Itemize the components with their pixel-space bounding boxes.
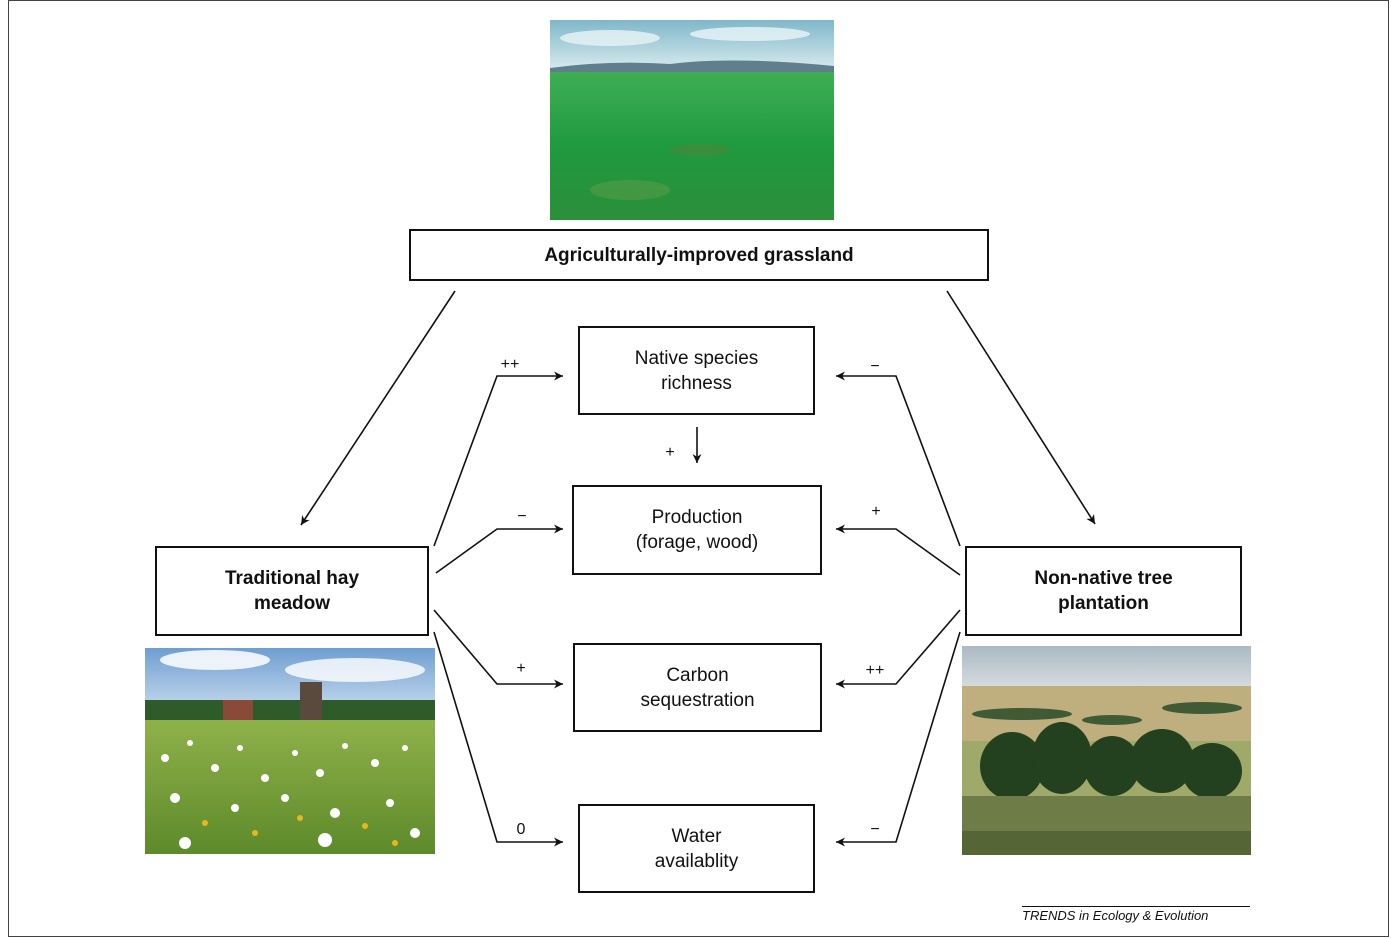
arrow-left-to-carbon xyxy=(433,609,563,689)
effect-native-production: + xyxy=(665,444,674,461)
node-production-label: Production (forage, wood) xyxy=(635,507,759,553)
effect-right-production: + xyxy=(871,503,880,520)
arrow-left-to-production xyxy=(435,524,563,574)
effect-right-carbon: ++ xyxy=(866,662,885,679)
effect-left-production: − xyxy=(517,508,526,525)
node-tree-plantation: Non-native tree plantation xyxy=(965,546,1242,636)
hay-meadow-photo xyxy=(145,648,435,854)
journal-credit: TRENDS in Ecology & Evolution xyxy=(1022,908,1209,923)
node-hay-meadow-label: Traditional hay meadow xyxy=(224,568,360,614)
arrow-top-to-left xyxy=(300,290,456,526)
node-improved-grassland-label: Agriculturally-improved grassland xyxy=(544,244,854,266)
arrow-left-to-native xyxy=(433,371,563,547)
node-hay-meadow: Traditional hay meadow xyxy=(155,546,429,636)
effect-right-native: − xyxy=(870,358,879,375)
node-water-availability: Water availablity xyxy=(578,804,815,893)
node-carbon-sequestration-label: Carbon sequestration xyxy=(640,664,755,711)
node-native-species-richness-label: Native species richness xyxy=(634,347,759,394)
arrow-right-to-carbon xyxy=(836,609,961,689)
effect-right-water: − xyxy=(870,821,879,838)
credit-rule xyxy=(1022,906,1250,907)
node-tree-plantation-label: Non-native tree plantation xyxy=(1034,568,1173,614)
arrow-right-to-production xyxy=(836,524,961,576)
arrow-top-to-right xyxy=(946,290,1096,525)
effect-left-carbon: + xyxy=(516,660,525,677)
node-carbon-sequestration: Carbon sequestration xyxy=(573,643,822,732)
grassland-photo xyxy=(550,20,834,220)
figure-frame xyxy=(8,0,1389,937)
effect-left-water: 0 xyxy=(517,821,526,838)
node-improved-grassland: Agriculturally-improved grassland xyxy=(409,229,989,281)
node-native-species-richness: Native species richness xyxy=(578,326,815,415)
effect-left-native: ++ xyxy=(501,356,520,373)
tree-plantation-photo xyxy=(962,646,1251,855)
arrow-right-to-native xyxy=(836,371,961,547)
arrow-right-to-water xyxy=(836,631,961,847)
node-water-availability-label: Water availablity xyxy=(654,825,739,872)
node-production: Production (forage, wood) xyxy=(572,485,822,575)
arrow-left-to-water xyxy=(433,631,563,847)
